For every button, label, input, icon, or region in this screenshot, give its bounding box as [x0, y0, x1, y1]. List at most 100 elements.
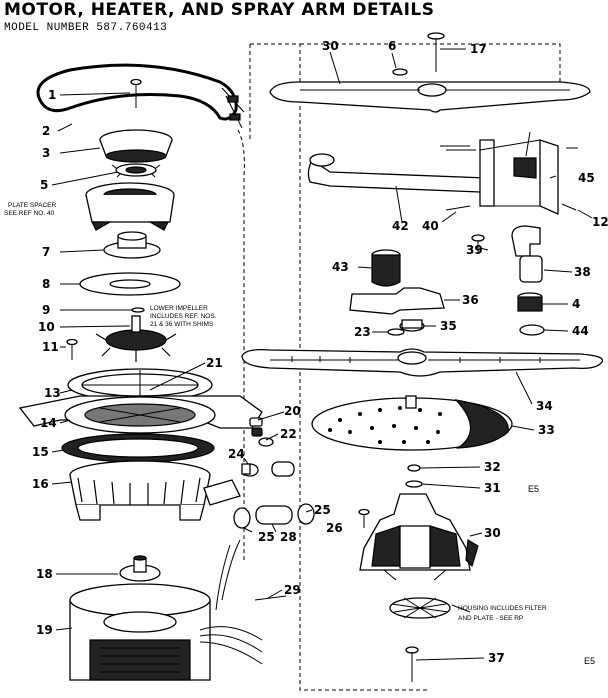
part-31-washer — [405, 480, 423, 488]
part-38-elbow — [511, 225, 543, 283]
callout-32: 32 — [484, 460, 501, 474]
e5-mid-label: E5 — [528, 484, 539, 494]
callout-37: 37 — [488, 651, 505, 665]
callout-5: 5 — [40, 178, 48, 192]
impeller-note-2: INCLUDES REF. NOS. — [150, 313, 217, 320]
callout-12: 12 — [592, 215, 608, 229]
part-18-motor-cap — [119, 555, 161, 582]
callout-10: 10 — [38, 320, 55, 334]
part-16-pump-base — [69, 460, 241, 521]
part-34-lower-spray-arm — [241, 348, 604, 377]
callout-4: 4 — [572, 297, 580, 311]
callout-42: 43 — [332, 260, 349, 274]
callout-27: 28 — [280, 530, 297, 544]
callout-16: 16 — [32, 477, 49, 491]
part-45-gasket — [513, 157, 537, 179]
part-25-clamp-right — [297, 503, 315, 525]
part-14-cover — [64, 396, 216, 434]
callout-25-right: 25 — [314, 503, 331, 517]
housing-note-1: HOUSING INCLUDES FILTER — [458, 605, 547, 612]
part-36-shim — [349, 287, 445, 315]
callout-labels: 1 2 3 5 7 8 9 10 11 13 14 15 16 21 20 22… — [32, 39, 608, 665]
screw-part-1 — [130, 78, 142, 108]
part-24-hose — [271, 461, 295, 477]
part-8-gasket — [79, 272, 181, 296]
annotation-notes: PLATE SPACER SEE REF NO. 40 LOWER IMPELL… — [4, 202, 595, 666]
callout-18: 18 — [36, 567, 53, 581]
part-19-motor — [69, 583, 263, 681]
part-9-washer — [131, 307, 145, 313]
part-23-washer — [387, 328, 405, 336]
diagram-title: MOTOR, HEATER, AND SPRAY ARM DETAILS — [4, 0, 435, 20]
callout-22: 22 — [280, 427, 297, 441]
part-17-bolt — [427, 32, 445, 72]
callout-2: 2 — [42, 124, 50, 138]
callout-13: 13 — [44, 386, 61, 400]
part-15-gasket — [61, 433, 215, 463]
plate-spacer-note-1: PLATE SPACER — [8, 202, 56, 209]
callout-35: 35 — [440, 319, 457, 333]
callout-6: 6 — [388, 39, 396, 53]
part-26-screw — [358, 508, 370, 528]
callout-33: 33 — [538, 423, 555, 437]
mount-screws — [440, 145, 578, 211]
part-6-washer — [392, 68, 408, 76]
model-number: MODEL NUMBER 587.760413 — [4, 22, 168, 34]
part-42-cylinder — [371, 249, 401, 287]
part-11-screw — [66, 338, 78, 360]
callout-31: 31 — [484, 481, 501, 495]
spacer-housing — [85, 182, 175, 231]
callout-23: 23 — [354, 325, 371, 339]
heater-wire-path — [237, 129, 245, 560]
part-39-screw — [471, 234, 485, 254]
part-41-manifold — [307, 139, 541, 207]
callout-14: 14 — [40, 416, 57, 430]
callout-3: 3 — [42, 146, 50, 160]
callout-28: 29 — [284, 583, 301, 597]
callout-20: 20 — [284, 404, 301, 418]
housing-filter — [389, 597, 471, 619]
part-40-screw — [445, 205, 471, 211]
part-24-clamp — [241, 463, 259, 477]
part-30-pump-housing — [359, 493, 479, 581]
e5-corner-label: E5 — [584, 656, 595, 666]
lower-impeller — [95, 315, 177, 362]
part-28-screw — [254, 595, 287, 601]
callout-43: 44 — [572, 324, 589, 338]
part-43-washer — [519, 324, 545, 336]
callout-9: 9 — [42, 303, 50, 317]
callout-25-left: 25 — [258, 530, 275, 544]
leader-lines — [51, 48, 593, 661]
part-3-hub — [99, 129, 173, 163]
callout-11: 11 — [42, 340, 59, 354]
callout-39: 39 — [466, 243, 483, 257]
callout-7: 7 — [42, 245, 50, 259]
callout-24: 24 — [228, 447, 245, 461]
part-37-screw — [405, 646, 419, 682]
callout-26: 26 — [326, 521, 343, 535]
callout-1: 1 — [48, 88, 56, 102]
callout-15: 15 — [32, 445, 49, 459]
callout-29: 30 — [322, 39, 339, 53]
callout-38: 38 — [574, 265, 591, 279]
part-27-hose — [255, 505, 293, 525]
housing-note-2: AND PLATE - SEE RP — [458, 615, 523, 622]
callout-17: 17 — [470, 42, 487, 56]
part-44-plate — [539, 139, 559, 216]
heater-element — [36, 63, 238, 121]
callout-34: 34 — [536, 399, 553, 413]
callout-36: 36 — [462, 293, 479, 307]
part-35-nut — [399, 319, 425, 332]
motor-lead-wires — [215, 539, 241, 611]
part-7 — [103, 231, 161, 259]
callout-8: 8 — [42, 277, 50, 291]
plate-spacer-note-2: SEE REF NO. 40 — [4, 210, 55, 217]
part-32-nut — [407, 464, 421, 472]
part-25-clamp-left — [233, 507, 251, 529]
part-5-gear — [111, 163, 161, 178]
impeller-note-1: LOWER IMPELLER — [150, 305, 208, 312]
part-33-filter-screen — [311, 395, 513, 451]
impeller-note-3: 21 & 36 WITH SHIMS — [150, 321, 214, 328]
callout-44: 45 — [578, 171, 595, 185]
